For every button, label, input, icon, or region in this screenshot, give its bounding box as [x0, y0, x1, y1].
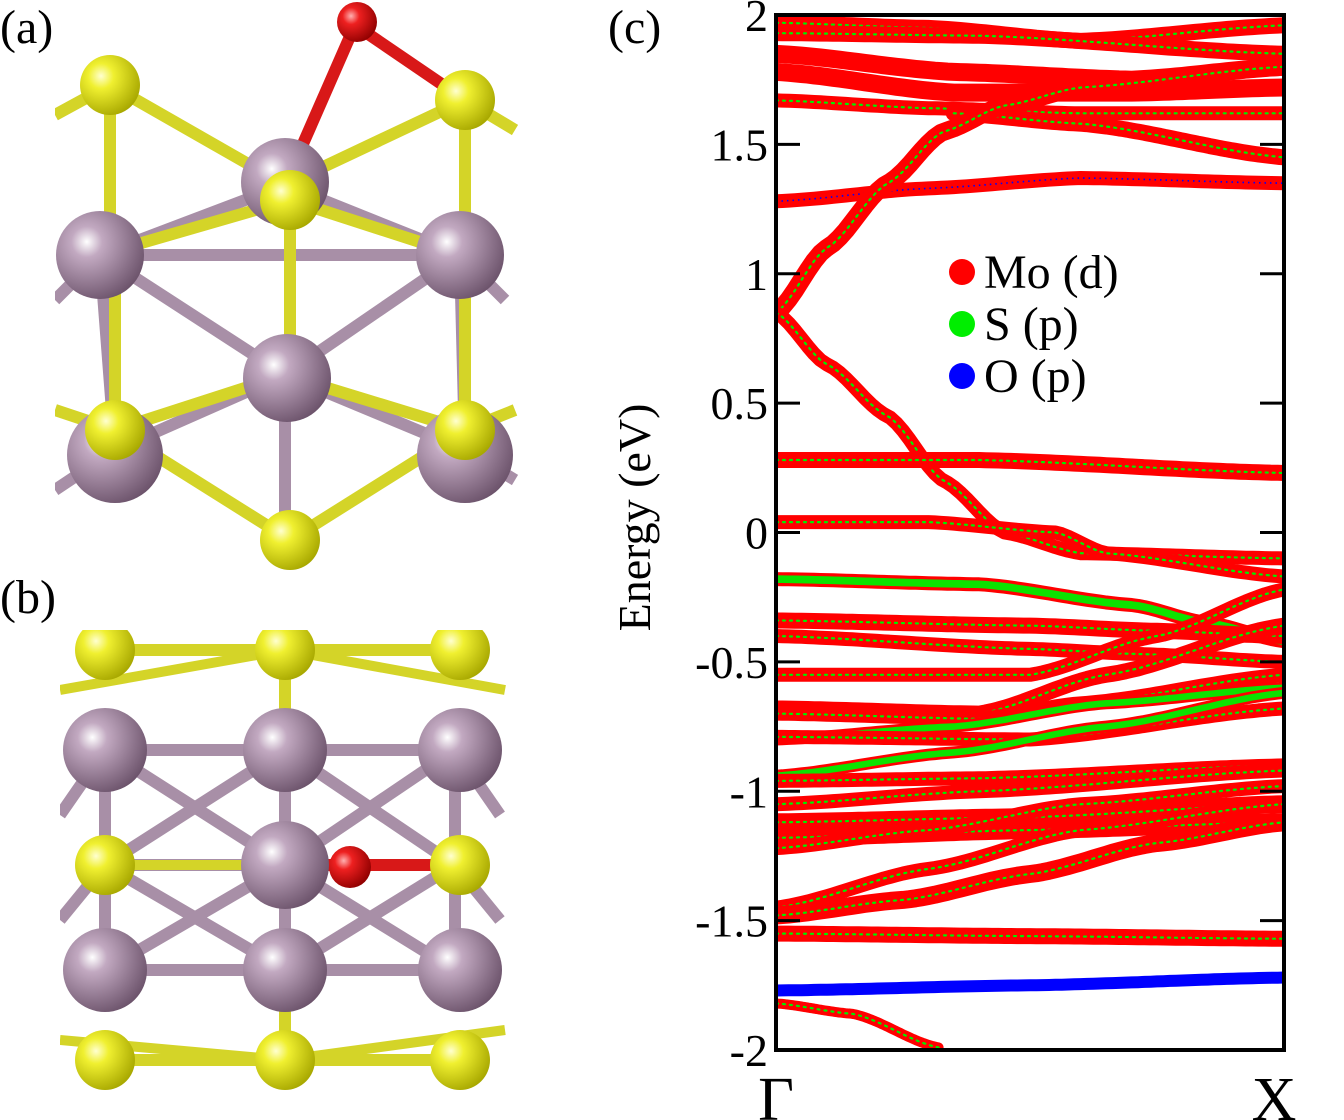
- s-atom: [430, 630, 490, 680]
- s-atom: [255, 630, 315, 680]
- band-s-dots-27: [776, 932, 1284, 940]
- legend-label: Mo (d): [984, 246, 1119, 299]
- mo-atom: [418, 928, 502, 1012]
- x-tick-label-gamma: Γ: [758, 1066, 794, 1120]
- s-atom: [75, 630, 135, 680]
- band-s-dots-29: [776, 1002, 940, 1049]
- mo-atom: [243, 334, 331, 422]
- mo-atom: [416, 211, 504, 299]
- band-s-dots-9: [776, 458, 1284, 475]
- y-tick-label: 0.5: [711, 378, 769, 429]
- panel-label-a: (a): [0, 1, 54, 54]
- band-s-dots-8: [776, 311, 1284, 560]
- mo-atom: [63, 708, 147, 792]
- panel-label-b: (b): [0, 571, 56, 624]
- mo-atom: [63, 928, 147, 1012]
- band-s-dots-14: [776, 588, 1284, 676]
- band-s-dots-26: [776, 821, 1284, 917]
- y-tick-label: 1: [745, 249, 768, 300]
- s-atom: [260, 170, 320, 230]
- mo-atom: [243, 928, 327, 1012]
- s-atom: [260, 510, 320, 570]
- s-atom: [430, 1030, 490, 1090]
- y-axis-label: Energy (eV): [609, 404, 660, 632]
- atoms-a: [56, 2, 513, 570]
- band-line-28: [776, 971, 1284, 997]
- s-atom: [255, 1030, 315, 1090]
- band-s-dots-13: [776, 634, 1284, 663]
- legend-label: O (p): [984, 350, 1087, 403]
- band-o-dots-6: [776, 177, 1284, 203]
- band-s-dots-24: [776, 785, 1284, 850]
- y-tick-label: -0.5: [695, 637, 768, 688]
- band-s-dots-21: [776, 769, 1284, 806]
- legend-marker: [949, 311, 975, 337]
- panel-label-c: (c): [608, 1, 662, 54]
- band-s-dots-12: [776, 619, 1284, 638]
- mo-atom: [241, 821, 329, 909]
- band-s-dots-5: [952, 112, 1284, 159]
- y-tick-label: 2: [745, 0, 768, 41]
- s-atom: [80, 55, 140, 115]
- legend-label: S (p): [984, 298, 1079, 351]
- legend-marker: [949, 259, 975, 285]
- atoms-b: [63, 630, 502, 1090]
- band-structure-chart: 2 1.5 1 0.5 0 -0.5 -1 -1.5 -2Γ X Energy (eV) Mo (d)…: [609, 0, 1297, 1120]
- band-line-29: [776, 998, 944, 1050]
- band-s-dots-7: [776, 65, 1284, 314]
- y-tick-label: 0: [745, 508, 768, 559]
- o-atom: [329, 846, 371, 888]
- y-tick-label: -1: [730, 766, 768, 817]
- structure-top-view: [55, 2, 519, 570]
- mo-atom: [56, 211, 144, 299]
- s-atom: [435, 400, 495, 460]
- band-s-dots-1: [776, 32, 1284, 55]
- band-s-dots-20: [776, 764, 1284, 782]
- mo-atom: [243, 708, 327, 792]
- o-atom: [337, 2, 377, 42]
- band-s-dots-25: [776, 803, 1284, 909]
- structure-side-view: [60, 630, 506, 1090]
- s-atom: [430, 835, 490, 895]
- bands-group: [776, 15, 1284, 1050]
- band-s-weight-19: [776, 689, 1284, 779]
- y-tick-label: -1.5: [695, 896, 768, 947]
- legend-marker: [949, 363, 975, 389]
- band-line-6: [776, 171, 1284, 209]
- x-tick-label-x: X: [1252, 1066, 1297, 1120]
- y-tick-label: -2: [730, 1025, 768, 1076]
- mo-atom: [418, 708, 502, 792]
- s-atom: [75, 1030, 135, 1090]
- y-tick-label: 1.5: [711, 119, 769, 170]
- s-atom: [435, 70, 495, 130]
- s-atom: [85, 400, 145, 460]
- band-s-dots-10: [776, 521, 1284, 578]
- s-atom: [75, 835, 135, 895]
